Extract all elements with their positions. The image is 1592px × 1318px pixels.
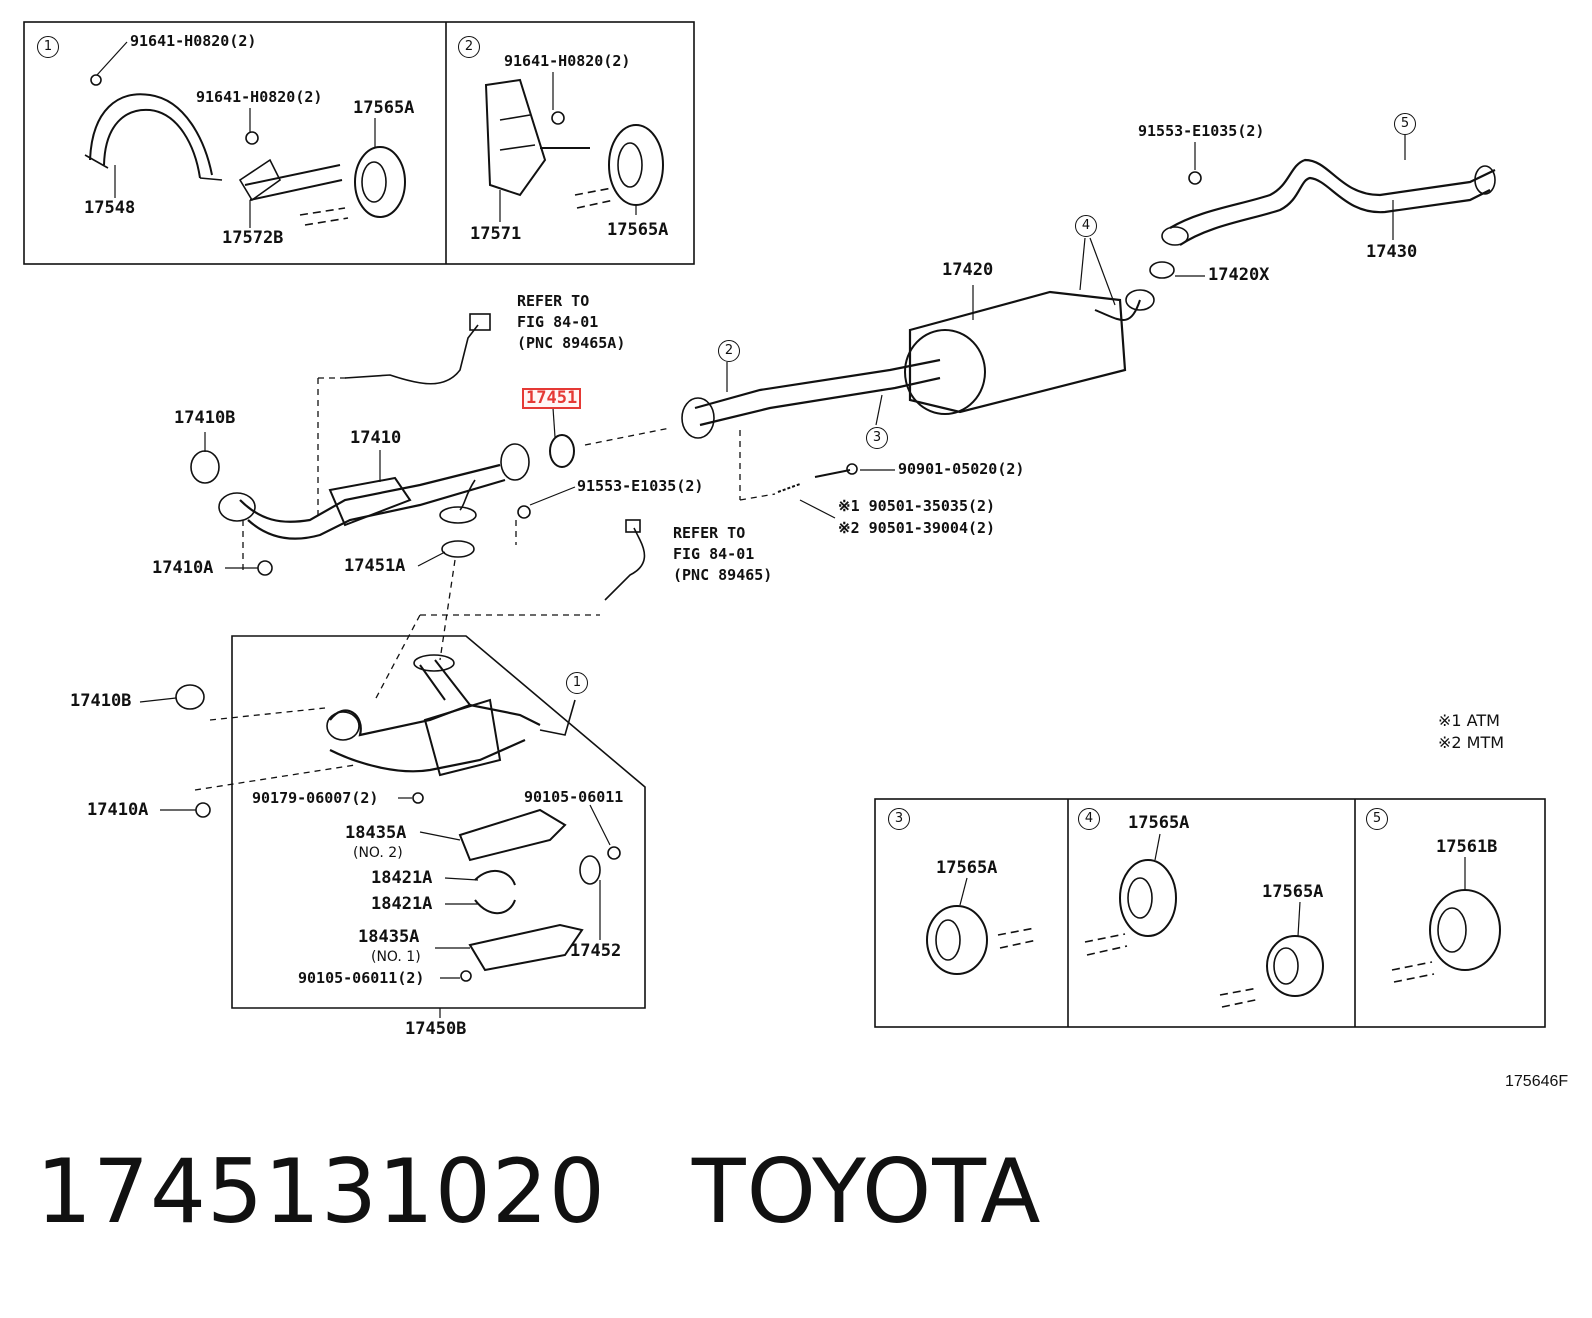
label-bracket-17548: 17548 [84, 198, 136, 218]
gasket-17420x-drawing [1149, 261, 1175, 279]
label-hanger-inset4a: 17565A [1128, 813, 1190, 833]
label-sub-gasket-17410b: 17410B [70, 691, 132, 711]
label-muffler-17420: 17420 [942, 260, 994, 280]
callout-3-inset: 3 [888, 808, 910, 830]
label-hanger-17565a-inset2: 17565A [607, 220, 669, 240]
bracket-17571-drawing [484, 78, 615, 209]
label-bolt-91553: 91553-E1035(2) [577, 477, 704, 495]
inset-frame-top [23, 21, 695, 265]
gasket-17410b-drawing [190, 450, 220, 484]
inset-frame-bottom [874, 798, 1546, 1028]
label-clamp-b: 18421A [371, 894, 433, 914]
callout-4-main: 4 [1075, 215, 1097, 237]
refer-lower-line2: FIG 84-01 [673, 545, 755, 563]
label-hanger-inset3: 17565A [936, 858, 998, 878]
tail-pipe-17430-drawing [1161, 158, 1496, 246]
label-bolt-90105-top: 90105-06011 [524, 788, 624, 806]
caption-part-number: 1745131020 [36, 1140, 606, 1243]
front-pipe-17410-drawing [218, 443, 530, 540]
label-bracket-17571: 17571 [470, 224, 522, 244]
legend-mtm: ※2 MTM [1438, 733, 1505, 752]
label-shield-no2-sub: (NO. 2) [353, 845, 403, 861]
label-hanger-inset4b: 17565A [1262, 882, 1324, 902]
label-hanger-inset5: 17561B [1436, 837, 1498, 857]
label-gasket-17410b: 17410B [174, 408, 236, 428]
label-highlighted-gasket-17451[interactable]: 17451 [522, 388, 582, 409]
callout-5-main: 5 [1394, 113, 1416, 135]
dashed-guides [194, 377, 776, 791]
oxygen-sensor-lower-drawing [604, 519, 646, 601]
label-gasket-17451a: 17451A [344, 556, 406, 576]
legend-atm: ※1 ATM [1438, 711, 1500, 730]
label-spring-mtm: ※2 90501-39004(2) [838, 519, 996, 537]
label-clip-17452: 17452 [570, 941, 622, 961]
label-clamp-a: 18421A [371, 868, 433, 888]
muffler-17420-drawing [904, 289, 1155, 415]
label-bolt-90901: 90901-05020(2) [898, 460, 1025, 478]
callout-1-inset: 1 [37, 36, 59, 58]
heat-shields-drawing [175, 684, 621, 982]
cat-converter-assy-drawing [326, 654, 576, 777]
label-hanger-17565a-inset1: 17565A [353, 98, 415, 118]
callout-5-inset: 5 [1366, 808, 1388, 830]
label-nut-17410a: 17410A [152, 558, 214, 578]
label-nut-90179: 90179-06007(2) [252, 789, 379, 807]
figure-id: 175646F [1505, 1073, 1569, 1090]
label-bolt-91641-a: 91641-H0820(2) [130, 32, 257, 50]
label-spring-atm: ※1 90501-35035(2) [838, 497, 996, 515]
callout-1-subassembly: 1 [566, 672, 588, 694]
oxygen-sensor-upper-drawing [344, 313, 491, 385]
caption-brand: TOYOTA [691, 1140, 1042, 1243]
label-shield-no1: 18435A [358, 927, 420, 947]
refer-upper-line2: FIG 84-01 [517, 313, 599, 331]
callout-2-main: 2 [718, 340, 740, 362]
hanger-inset5-drawing [1391, 889, 1501, 983]
label-bolt-91641-b: 91641-H0820(2) [196, 88, 323, 106]
refer-upper-line3: (PNC 89465A) [517, 334, 626, 352]
gasket-17451-drawing [549, 434, 575, 468]
refer-lower-line1: REFER TO [673, 524, 746, 542]
leader-lines [96, 41, 1466, 1018]
label-front-pipe-17410: 17410 [350, 428, 402, 448]
label-tail-pipe-17430: 17430 [1366, 242, 1418, 262]
label-sub-nut-17410a: 17410A [87, 800, 149, 820]
label-shield-no2: 18435A [345, 823, 407, 843]
hanger-inset4b-drawing [1219, 935, 1324, 1008]
hanger-inset4a-drawing [1084, 859, 1177, 956]
label-gasket-17420x: 17420X [1208, 265, 1270, 285]
part-caption: 1745131020 TOYOTA [36, 1140, 1041, 1243]
callout-3-main: 3 [866, 427, 888, 449]
refer-upper-line1: REFER TO [517, 292, 590, 310]
hanger-inset3-drawing [926, 905, 1038, 975]
rod-17572b-drawing [238, 131, 349, 226]
hanger-17565a-inset2-drawing [608, 124, 664, 206]
hanger-17565a-drawing [354, 146, 406, 218]
label-tail-bolt: 91553-E1035(2) [1138, 122, 1265, 140]
label-bolt-91641-inset2: 91641-H0820(2) [504, 52, 631, 70]
label-rod-17572b: 17572B [222, 228, 284, 248]
callout-2-inset: 2 [458, 36, 480, 58]
bracket-17548-drawing [84, 74, 223, 181]
refer-lower-line3: (PNC 89465) [673, 566, 773, 584]
label-bolt-90105-bottom: 90105-06011(2) [298, 969, 425, 987]
label-assembly-17450b: 17450B [405, 1019, 467, 1039]
callout-4-inset: 4 [1078, 808, 1100, 830]
subassembly-frame [231, 635, 646, 1009]
label-shield-no1-sub: (NO. 1) [371, 949, 421, 965]
center-pipe-drawing [681, 358, 941, 439]
